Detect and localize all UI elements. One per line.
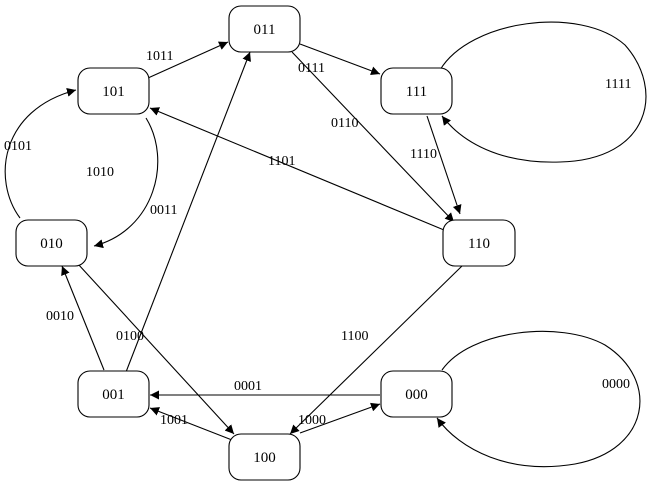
edge-011-110 <box>291 51 455 223</box>
edge-label-1000: 1000 <box>298 413 326 428</box>
node-label-101: 101 <box>102 84 125 100</box>
edge-010-100 <box>77 263 235 435</box>
edge-100-001 <box>149 407 233 441</box>
node-label-000: 000 <box>405 387 428 403</box>
edge-110-100 <box>289 265 463 435</box>
edge-010-101 <box>4 87 77 219</box>
edge-label-0011: 0011 <box>150 203 177 218</box>
edge-label-1010: 1010 <box>86 165 114 180</box>
node-111: 111 <box>380 67 453 115</box>
node-100: 100 <box>228 433 301 481</box>
edge-label-0110: 0110 <box>331 116 358 131</box>
edge-111-self <box>439 21 647 163</box>
edge-001-010 <box>61 265 105 371</box>
edge-label-0001: 0001 <box>234 379 262 394</box>
edge-label-0100: 0100 <box>116 329 144 344</box>
edge-label-0101: 0101 <box>4 139 32 154</box>
edge-011-111 <box>299 43 381 76</box>
edge-label-1001: 1001 <box>160 413 188 428</box>
edge-label-1101: 1101 <box>268 154 295 169</box>
node-label-111: 111 <box>406 84 427 100</box>
node-label-011: 011 <box>254 22 276 38</box>
node-label-001: 001 <box>102 387 125 403</box>
node-010: 010 <box>15 219 88 267</box>
edge-100-000 <box>299 402 381 434</box>
edge-label-0111: 0111 <box>298 61 325 76</box>
edge-label-1110: 1110 <box>410 147 437 162</box>
node-000: 000 <box>380 370 453 418</box>
edge-101-010 <box>93 117 159 249</box>
edge-001-011 <box>125 51 251 373</box>
node-label-100: 100 <box>253 450 276 466</box>
edge-label-1111: 1111 <box>605 77 631 92</box>
edge-label-0000: 0000 <box>602 377 630 392</box>
edge-label-1011: 1011 <box>146 49 173 64</box>
node-001: 001 <box>77 370 150 418</box>
node-101: 101 <box>77 67 150 115</box>
edge-111-110 <box>426 115 462 215</box>
edge-110-101 <box>149 107 445 231</box>
node-label-010: 010 <box>40 236 63 252</box>
node-110: 110 <box>442 219 516 267</box>
node-011: 011 <box>228 5 301 53</box>
edge-label-0010: 0010 <box>46 309 74 324</box>
edge-000-self <box>436 330 641 468</box>
node-label-110: 110 <box>468 236 490 252</box>
edge-label-1100: 1100 <box>341 329 368 344</box>
edge-101-011 <box>147 41 229 79</box>
